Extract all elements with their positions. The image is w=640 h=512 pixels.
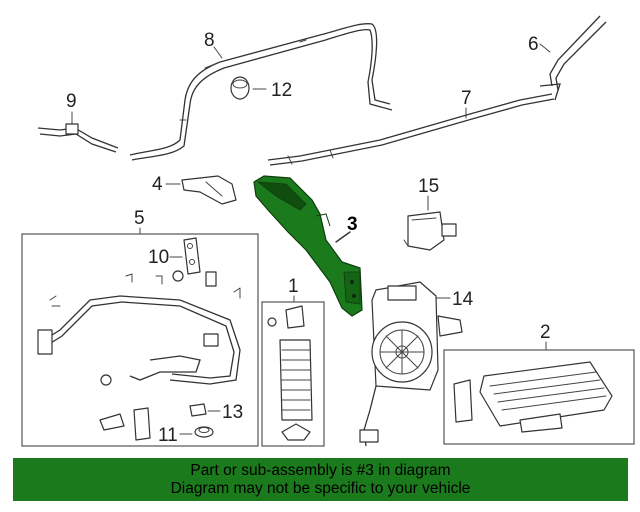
callout-12: 12 [271,80,292,101]
part-2-box [443,349,635,445]
part-4-bracket[interactable] [181,175,237,205]
callout-3: 3 [347,214,358,235]
part-9-hose[interactable] [37,123,119,153]
parts-diagram: 8 12 9 6 7 4 3 [21,15,635,447]
banner-line-1: Part or sub-assembly is #3 in diagram [190,462,451,479]
part-7-pipe[interactable] [267,93,555,166]
callout-2: 2 [540,322,551,343]
part-2-condenser[interactable] [453,361,613,433]
part-11-washer[interactable] [194,426,214,438]
part-5-hose-assembly[interactable] [37,273,241,385]
part-1-cooler[interactable] [267,305,313,441]
callout-9: 9 [66,91,77,112]
callout-6: 6 [528,34,539,55]
part-5-box [21,233,259,447]
callout-14: 14 [452,289,474,310]
info-banner: Part or sub-assembly is #3 in diagram Di… [13,458,628,501]
callout-10: 10 [148,247,169,268]
part-6-pipe[interactable] [539,15,607,101]
callout-11: 11 [158,425,178,446]
leader-8 [213,46,223,59]
leader-3 [335,231,351,243]
callout-15: 15 [418,176,439,197]
part-8-pipe[interactable] [129,23,393,161]
banner-line-2: Diagram may not be specific to your vehi… [170,480,471,497]
callout-8: 8 [204,30,215,51]
part-12-grommet[interactable] [230,76,250,100]
part-fasteners[interactable] [99,374,207,441]
part-3-duct-highlighted[interactable] [253,175,363,317]
part-15-sensor[interactable] [403,211,457,251]
part-1-box [261,301,325,447]
part-14-fan-module[interactable] [359,281,463,447]
callout-1: 1 [288,276,299,297]
part-10-bracket[interactable] [172,237,217,287]
leader-6 [539,43,551,53]
callout-7: 7 [461,88,472,109]
callout-4: 4 [152,174,163,195]
callout-13: 13 [222,402,243,423]
callout-5: 5 [134,208,145,229]
